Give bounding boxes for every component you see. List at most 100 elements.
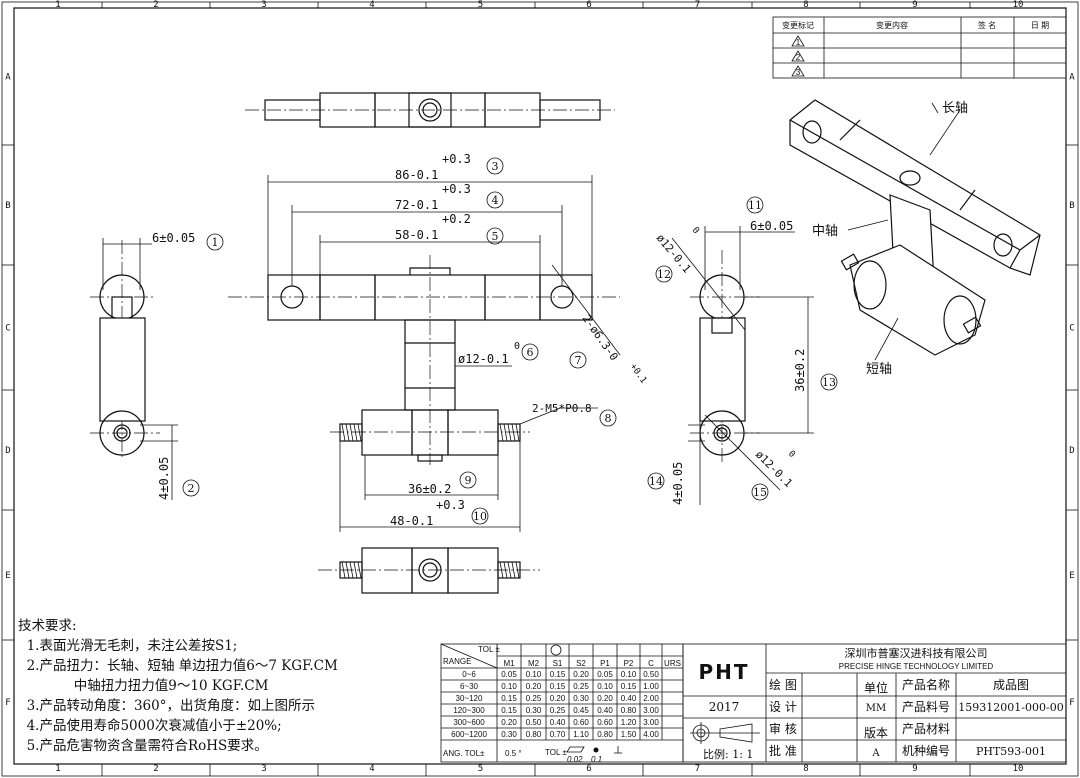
tol-value: 1.50 — [621, 730, 637, 739]
tol-corner-bottom: RANGE — [443, 657, 471, 666]
top-view — [245, 92, 615, 128]
rev-header-date: 日 期 — [1031, 21, 1049, 30]
left-side-view: 6±0.05 1 4±0.05 2 — [90, 231, 224, 500]
tol-value: 0.20 — [550, 694, 566, 703]
tol-value: 0.20 — [597, 694, 613, 703]
tol-value: 0.60 — [573, 718, 589, 727]
tol-value: 0.30 — [573, 694, 589, 703]
dim-58-tol: +0.2 — [442, 212, 471, 226]
dim-6-right: 6±0.05 — [750, 219, 793, 233]
tol-value: 3.00 — [643, 718, 659, 727]
tol-value: 0.05 — [597, 670, 613, 679]
tol-header: P1 — [600, 659, 610, 668]
dim-holes: 2-ø6.3-0 — [580, 312, 621, 363]
circularity-icon — [550, 644, 562, 656]
column-number: 4 — [369, 0, 374, 10]
dim-6-left: 6±0.05 — [152, 231, 195, 245]
row-letter: E — [5, 571, 10, 581]
note-line: 1.表面光滑无毛刺，未注公差按S1; — [18, 638, 238, 654]
right-side-view: 6±0.05 11 ø12-0.1 0 12 36±0.2 13 4±0.05 … — [647, 196, 838, 505]
tol-value: 0.40 — [597, 706, 613, 715]
tol-label: TOL ± — [545, 748, 567, 757]
column-number: 1 — [55, 764, 60, 774]
column-number: 4 — [369, 764, 374, 774]
model-number: PHT593-001 — [976, 745, 1046, 758]
tol-value: 0.15 — [550, 682, 566, 691]
tol-value: 0.30 — [501, 730, 517, 739]
svg-text:1: 1 — [796, 38, 801, 47]
row-letter: C — [5, 324, 10, 334]
front-view-dimensions: +0.3 86-0.1 3 +0.3 72-0.1 4 +0.2 58-0.1 … — [390, 152, 648, 528]
tol-value: 0.30 — [526, 706, 542, 715]
ang-tol-value: 0.5 ° — [505, 749, 522, 758]
column-number: 6 — [586, 0, 591, 10]
tol-value: 1.00 — [643, 682, 659, 691]
rev-header-sign: 签 名 — [978, 20, 996, 30]
callout-13: 13 — [822, 376, 836, 389]
callout-9: 9 — [465, 474, 472, 487]
tol-value: 0.25 — [573, 682, 589, 691]
note-line: 中轴扭力扭力值9～10 KGF.CM — [18, 678, 269, 694]
tol-value: 0.80 — [597, 730, 613, 739]
column-number: 8 — [803, 0, 808, 10]
role-review: 审 核 — [769, 721, 797, 736]
tol-value: 0.40 — [621, 694, 637, 703]
tol-value: 0.20 — [526, 682, 542, 691]
dim-58: 58-0.1 — [395, 228, 438, 242]
svg-text:3: 3 — [796, 68, 801, 77]
product-name: 成品图 — [993, 678, 1029, 692]
tol-value: 0.10 — [597, 682, 613, 691]
dim-4-right: 4±0.05 — [671, 462, 685, 505]
column-number: 9 — [912, 0, 917, 10]
row-letter: D — [1069, 446, 1074, 456]
tol-value: 0.45 — [573, 706, 589, 715]
callout-8: 8 — [605, 412, 612, 425]
tol-header: P2 — [624, 659, 634, 668]
callout-4: 4 — [492, 194, 499, 207]
tol-range: 30~120 — [456, 694, 483, 703]
flatness-icon — [566, 746, 585, 753]
tolerance-table: TOL ± RANGE ANG. TOL± 0.5 ° TOL ± 0.02 0… — [440, 643, 684, 764]
column-number: 5 — [478, 764, 483, 774]
position-value: 0.1 — [591, 755, 602, 764]
tol-value: 0.15 — [550, 670, 566, 679]
notes-title: 技术要求: — [18, 618, 77, 634]
ang-tol-label: ANG. TOL± — [443, 749, 485, 758]
callout-2: 2 — [188, 482, 195, 495]
callout-15: 15 — [753, 486, 767, 499]
column-number: 2 — [153, 0, 158, 10]
tol-value: 0.10 — [501, 682, 517, 691]
dim-4-left: 4±0.05 — [157, 457, 171, 500]
field-label-model-number: 机种编号 — [902, 743, 950, 758]
role-design: 设 计 — [769, 700, 797, 714]
label-short-axis: 短轴 — [866, 362, 892, 377]
flatness-value: 0.02 — [567, 755, 583, 764]
row-letter: C — [1069, 324, 1074, 334]
tol-value: 0.20 — [573, 670, 589, 679]
unit-label: 单位 — [864, 680, 888, 695]
title-block: PHT 2017 比例: 1: 1 深圳市普塞汉进科技有限公司 PRECISE … — [682, 643, 1067, 763]
rev-mark-triangle-icon: 2 — [791, 50, 805, 62]
row-letter: B — [1069, 201, 1074, 211]
column-number: 2 — [153, 764, 158, 774]
callout-5: 5 — [492, 230, 499, 243]
rev-mark-triangle-icon: 1 — [791, 35, 805, 47]
dim-86-tol: +0.3 — [442, 152, 471, 166]
company-name-cn: 深圳市普塞汉进科技有限公司 — [845, 646, 988, 660]
tol-value: 2.00 — [643, 694, 659, 703]
callout-11: 11 — [748, 199, 762, 212]
callout-7: 7 — [575, 354, 582, 367]
svg-text:2: 2 — [796, 53, 801, 62]
perpendicularity-icon — [614, 746, 622, 754]
tol-value: 0.15 — [501, 706, 517, 715]
tol-corner-top: TOL ± — [478, 645, 500, 654]
callout-14: 14 — [649, 475, 663, 488]
tol-value: 1.10 — [573, 730, 589, 739]
column-number: 7 — [695, 0, 700, 10]
technical-requirements: 技术要求: 1.表面光滑无毛刺，未注公差按S1; 2.产品扭力：长轴、短轴 单边… — [18, 616, 338, 756]
tol-value: 0.25 — [550, 706, 566, 715]
